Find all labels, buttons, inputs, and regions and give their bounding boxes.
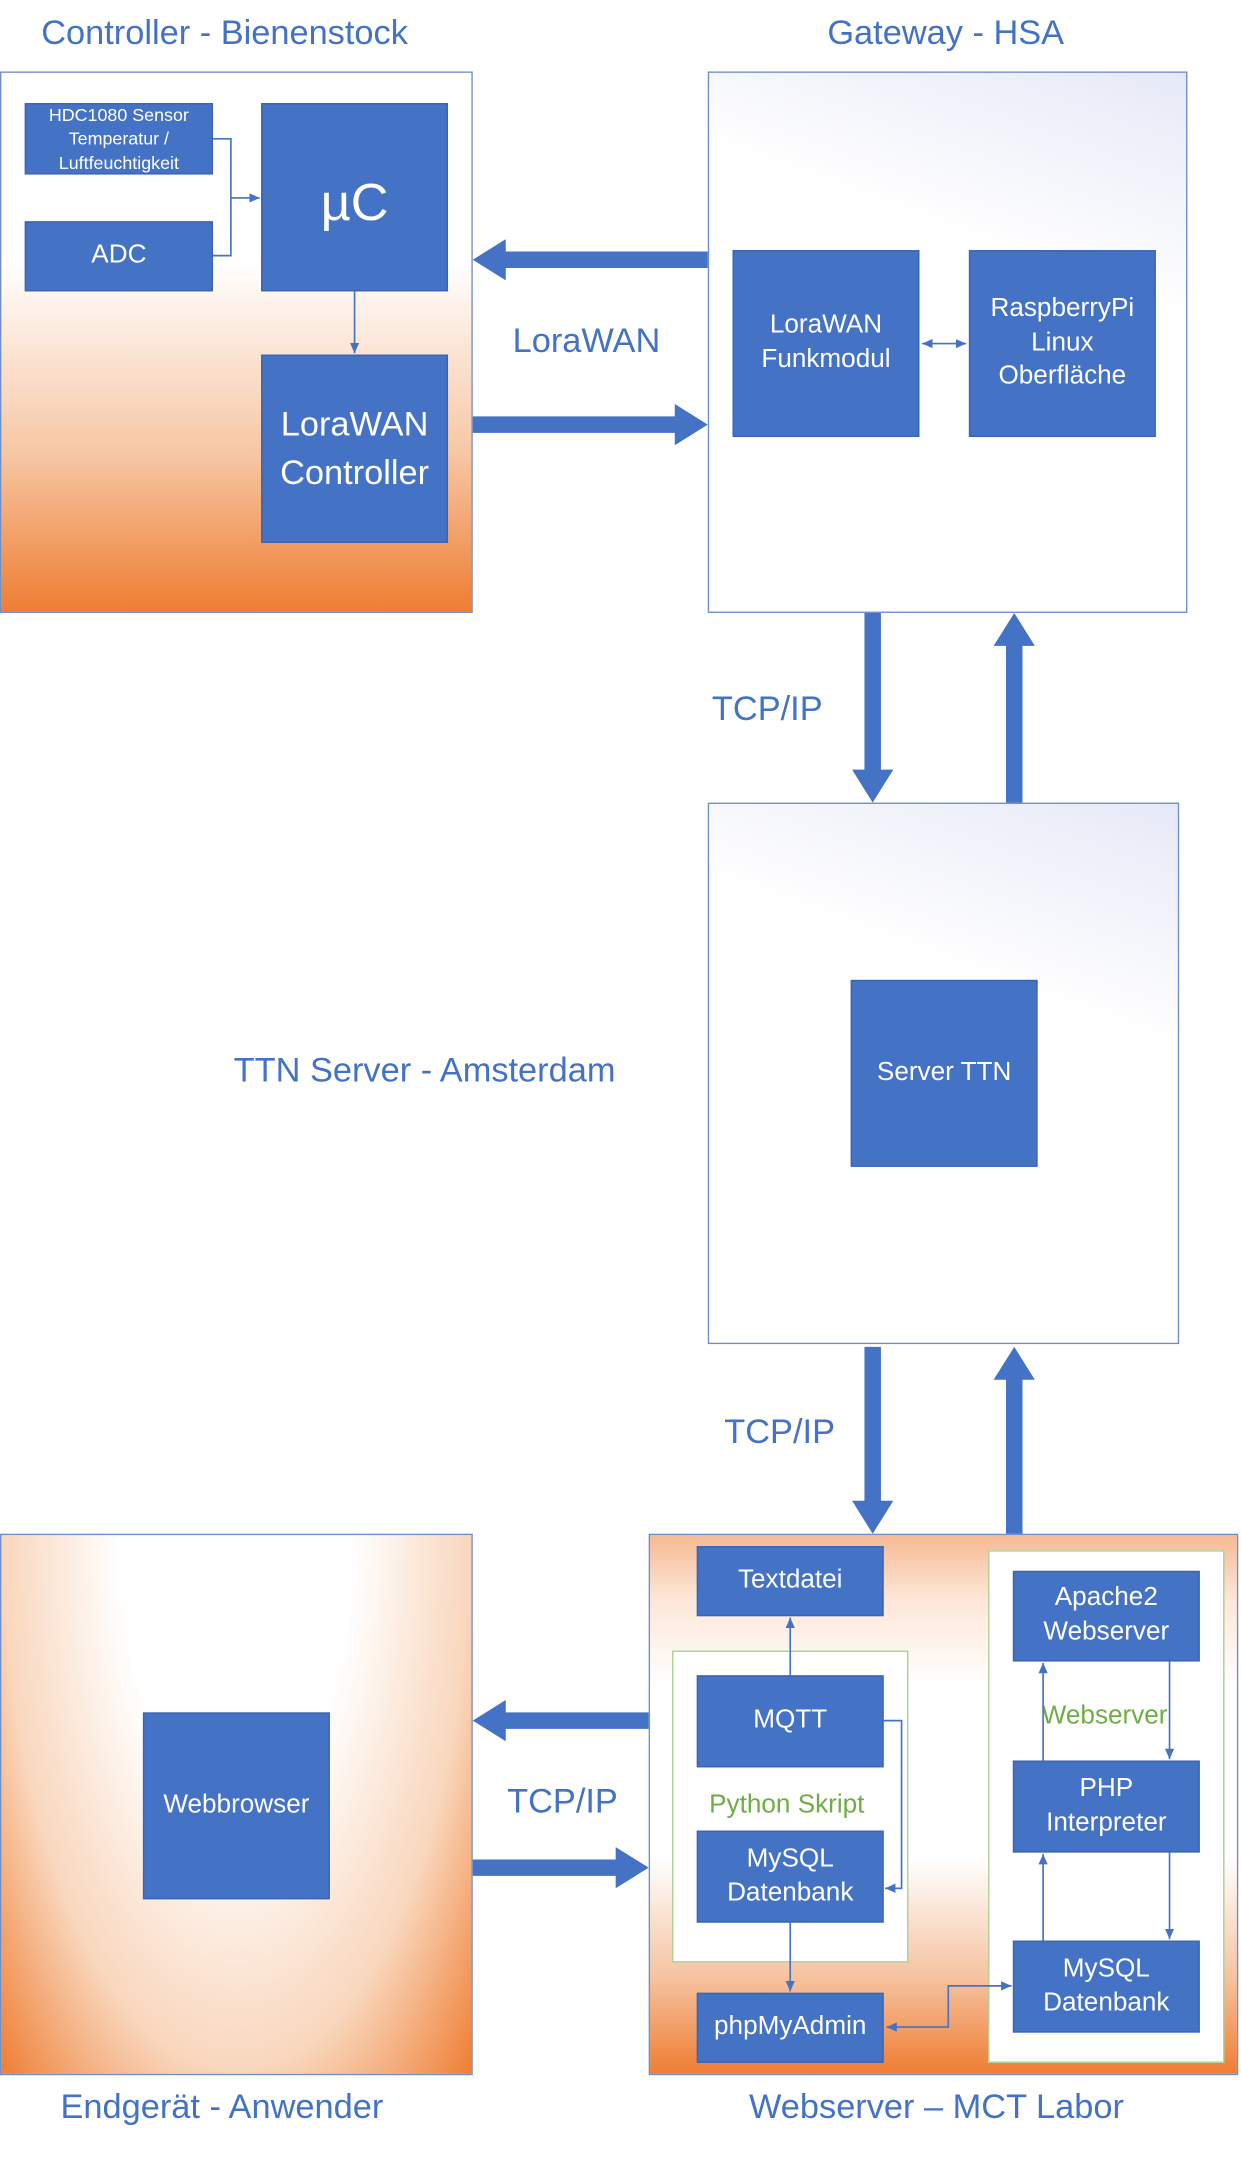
python-script-label: Python Skript xyxy=(709,1790,865,1820)
arrow-webserver-to-ttn xyxy=(993,1346,1035,1534)
controller-title: Controller - Bienenstock xyxy=(41,13,408,53)
mysql-web-box: MySQL Datenbank xyxy=(1012,1940,1200,2033)
webserver-title: Webserver – MCT Labor xyxy=(748,2087,1124,2127)
arrow-ttn-to-webserver xyxy=(852,1346,894,1534)
endgeraet-title: Endgerät - Anwender xyxy=(60,2087,384,2127)
adc-box: ADC xyxy=(24,221,214,292)
arrow-gateway-to-ttn xyxy=(852,612,894,803)
gateway-title: Gateway - HSA xyxy=(827,13,1065,53)
phpmyadmin-box: phpMyAdmin xyxy=(696,1992,884,2063)
sensor-box: HDC1080 Sensor Temperatur / Luftfeuchtig… xyxy=(24,103,214,175)
microcontroller-box: µC xyxy=(261,103,449,292)
tcpip-gateway-ttn-label: TCP/IP xyxy=(711,689,823,729)
ttn-title: TTN Server - Amsterdam xyxy=(233,1051,616,1090)
lorawan-label: LoraWAN xyxy=(512,321,661,361)
arrow-gateway-to-controller xyxy=(472,239,708,281)
server-ttn-box: Server TTN xyxy=(850,979,1038,1167)
raspberrypi-box: RaspberryPi Linux Oberfläche xyxy=(968,250,1156,438)
php-interpreter-box: PHP Interpreter xyxy=(1012,1760,1200,1853)
connector-mqtt-to-mysql xyxy=(883,1719,903,1893)
textdatei-box: Textdatei xyxy=(696,1546,884,1617)
connector-phpmyadmin-mysql xyxy=(886,1981,1012,2032)
apache-box: Apache2 Webserver xyxy=(1012,1570,1200,1662)
tcpip-browser-webserver-label: TCP/IP xyxy=(507,1782,618,1821)
arrow-browser-to-webserver xyxy=(472,1847,649,1889)
arrow-webserver-to-browser xyxy=(472,1700,649,1742)
lorawan-controller-box: LoraWAN Controller xyxy=(261,354,449,543)
webbrowser-box: Webbrowser xyxy=(142,1712,330,1900)
connector-sensor xyxy=(213,137,232,198)
mqtt-box: MQTT xyxy=(696,1675,884,1768)
arrow-controller-to-gateway xyxy=(472,404,708,446)
tcpip-ttn-webserver-label: TCP/IP xyxy=(724,1412,836,1452)
connector-adc xyxy=(213,197,232,257)
lorawan-funkmodul-box: LoraWAN Funkmodul xyxy=(732,250,920,438)
arrow-ttn-to-gateway xyxy=(993,612,1035,803)
mysql-python-box: MySQL Datenbank xyxy=(696,1830,884,1923)
webserver-group-label: Webserver xyxy=(1041,1701,1168,1731)
